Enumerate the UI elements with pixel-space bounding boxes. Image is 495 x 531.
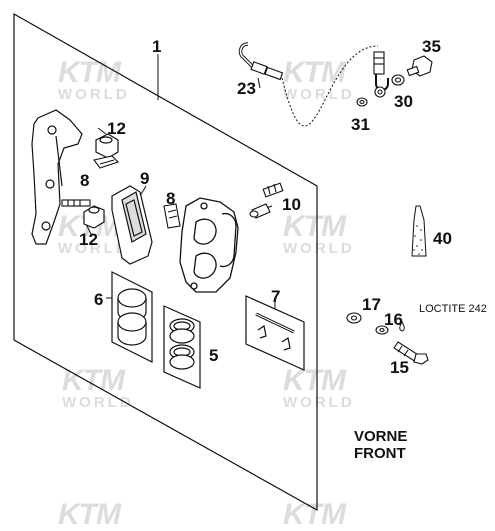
rubber-boot-part-12-top xyxy=(95,133,119,159)
washer-part-16 xyxy=(375,325,389,335)
front-indicator: VORNE FRONT xyxy=(354,428,407,463)
callout-1: 1 xyxy=(152,37,162,56)
bolt-part-15 xyxy=(393,341,429,365)
hose-fitting-right xyxy=(373,51,389,98)
watermark-sub: WORLD xyxy=(58,240,130,257)
front-label-english: FRONT xyxy=(354,445,406,463)
brake-hose-dashed xyxy=(281,45,379,127)
watermark-brand: KTM xyxy=(62,364,125,397)
callout-7: 7 xyxy=(271,287,281,306)
pad-spring-part-8-right xyxy=(163,203,181,229)
bleeder-valve-part-10 xyxy=(249,182,284,219)
washer-part-31 xyxy=(356,97,368,107)
callout-10: 10 xyxy=(282,195,301,214)
banjo-bolt-part-35 xyxy=(406,55,433,77)
rubber-boot-part-12-bottom xyxy=(83,205,105,229)
front-label-german: VORNE xyxy=(354,428,408,445)
callout-30: 30 xyxy=(394,92,413,111)
caliper-housing xyxy=(179,197,239,293)
callout-16: 16 xyxy=(384,310,403,329)
caliper-bracket xyxy=(31,109,83,245)
watermark-brand: KTM xyxy=(283,56,346,89)
drop-part-16 xyxy=(399,321,405,332)
callout-17: 17 xyxy=(362,295,381,314)
watermark-brand: KTM xyxy=(283,210,346,243)
callout-12-top: 12 xyxy=(107,119,126,138)
callout-15: 15 xyxy=(390,358,409,377)
callout-5: 5 xyxy=(209,346,219,365)
watermark-sub: WORLD xyxy=(58,86,130,103)
seal-kit-part-5 xyxy=(163,305,201,389)
watermark-brand: KTM xyxy=(283,364,346,397)
washer-part-30 xyxy=(391,74,405,86)
callout-12-bottom: 12 xyxy=(79,230,98,249)
loctite-note: LOCTITE 242 xyxy=(419,303,487,315)
pin-kit-part-7 xyxy=(245,295,305,371)
watermark-sub: WORLD xyxy=(283,86,355,103)
pad-spring-part-8-left xyxy=(93,155,120,169)
callout-9: 9 xyxy=(140,169,150,188)
pistons-part-6 xyxy=(111,271,153,363)
callout-8-right: 8 xyxy=(166,189,176,208)
thread-lock-part-40 xyxy=(411,205,427,257)
assembly-panel xyxy=(13,12,318,512)
washer-part-17 xyxy=(346,312,362,324)
brake-hose-part-23 xyxy=(238,42,284,81)
callout-6: 6 xyxy=(94,290,104,309)
brake-pads-part-9 xyxy=(111,185,153,265)
watermark-sub: WORLD xyxy=(62,394,134,411)
callout-23: 23 xyxy=(237,79,256,98)
callout-31: 31 xyxy=(351,115,370,134)
callout-40: 40 xyxy=(433,229,452,248)
watermark-brand: KTM xyxy=(58,56,121,89)
callout-8-left: 8 xyxy=(80,171,90,190)
guide-pin xyxy=(61,199,91,207)
callout-35: 35 xyxy=(422,37,441,56)
